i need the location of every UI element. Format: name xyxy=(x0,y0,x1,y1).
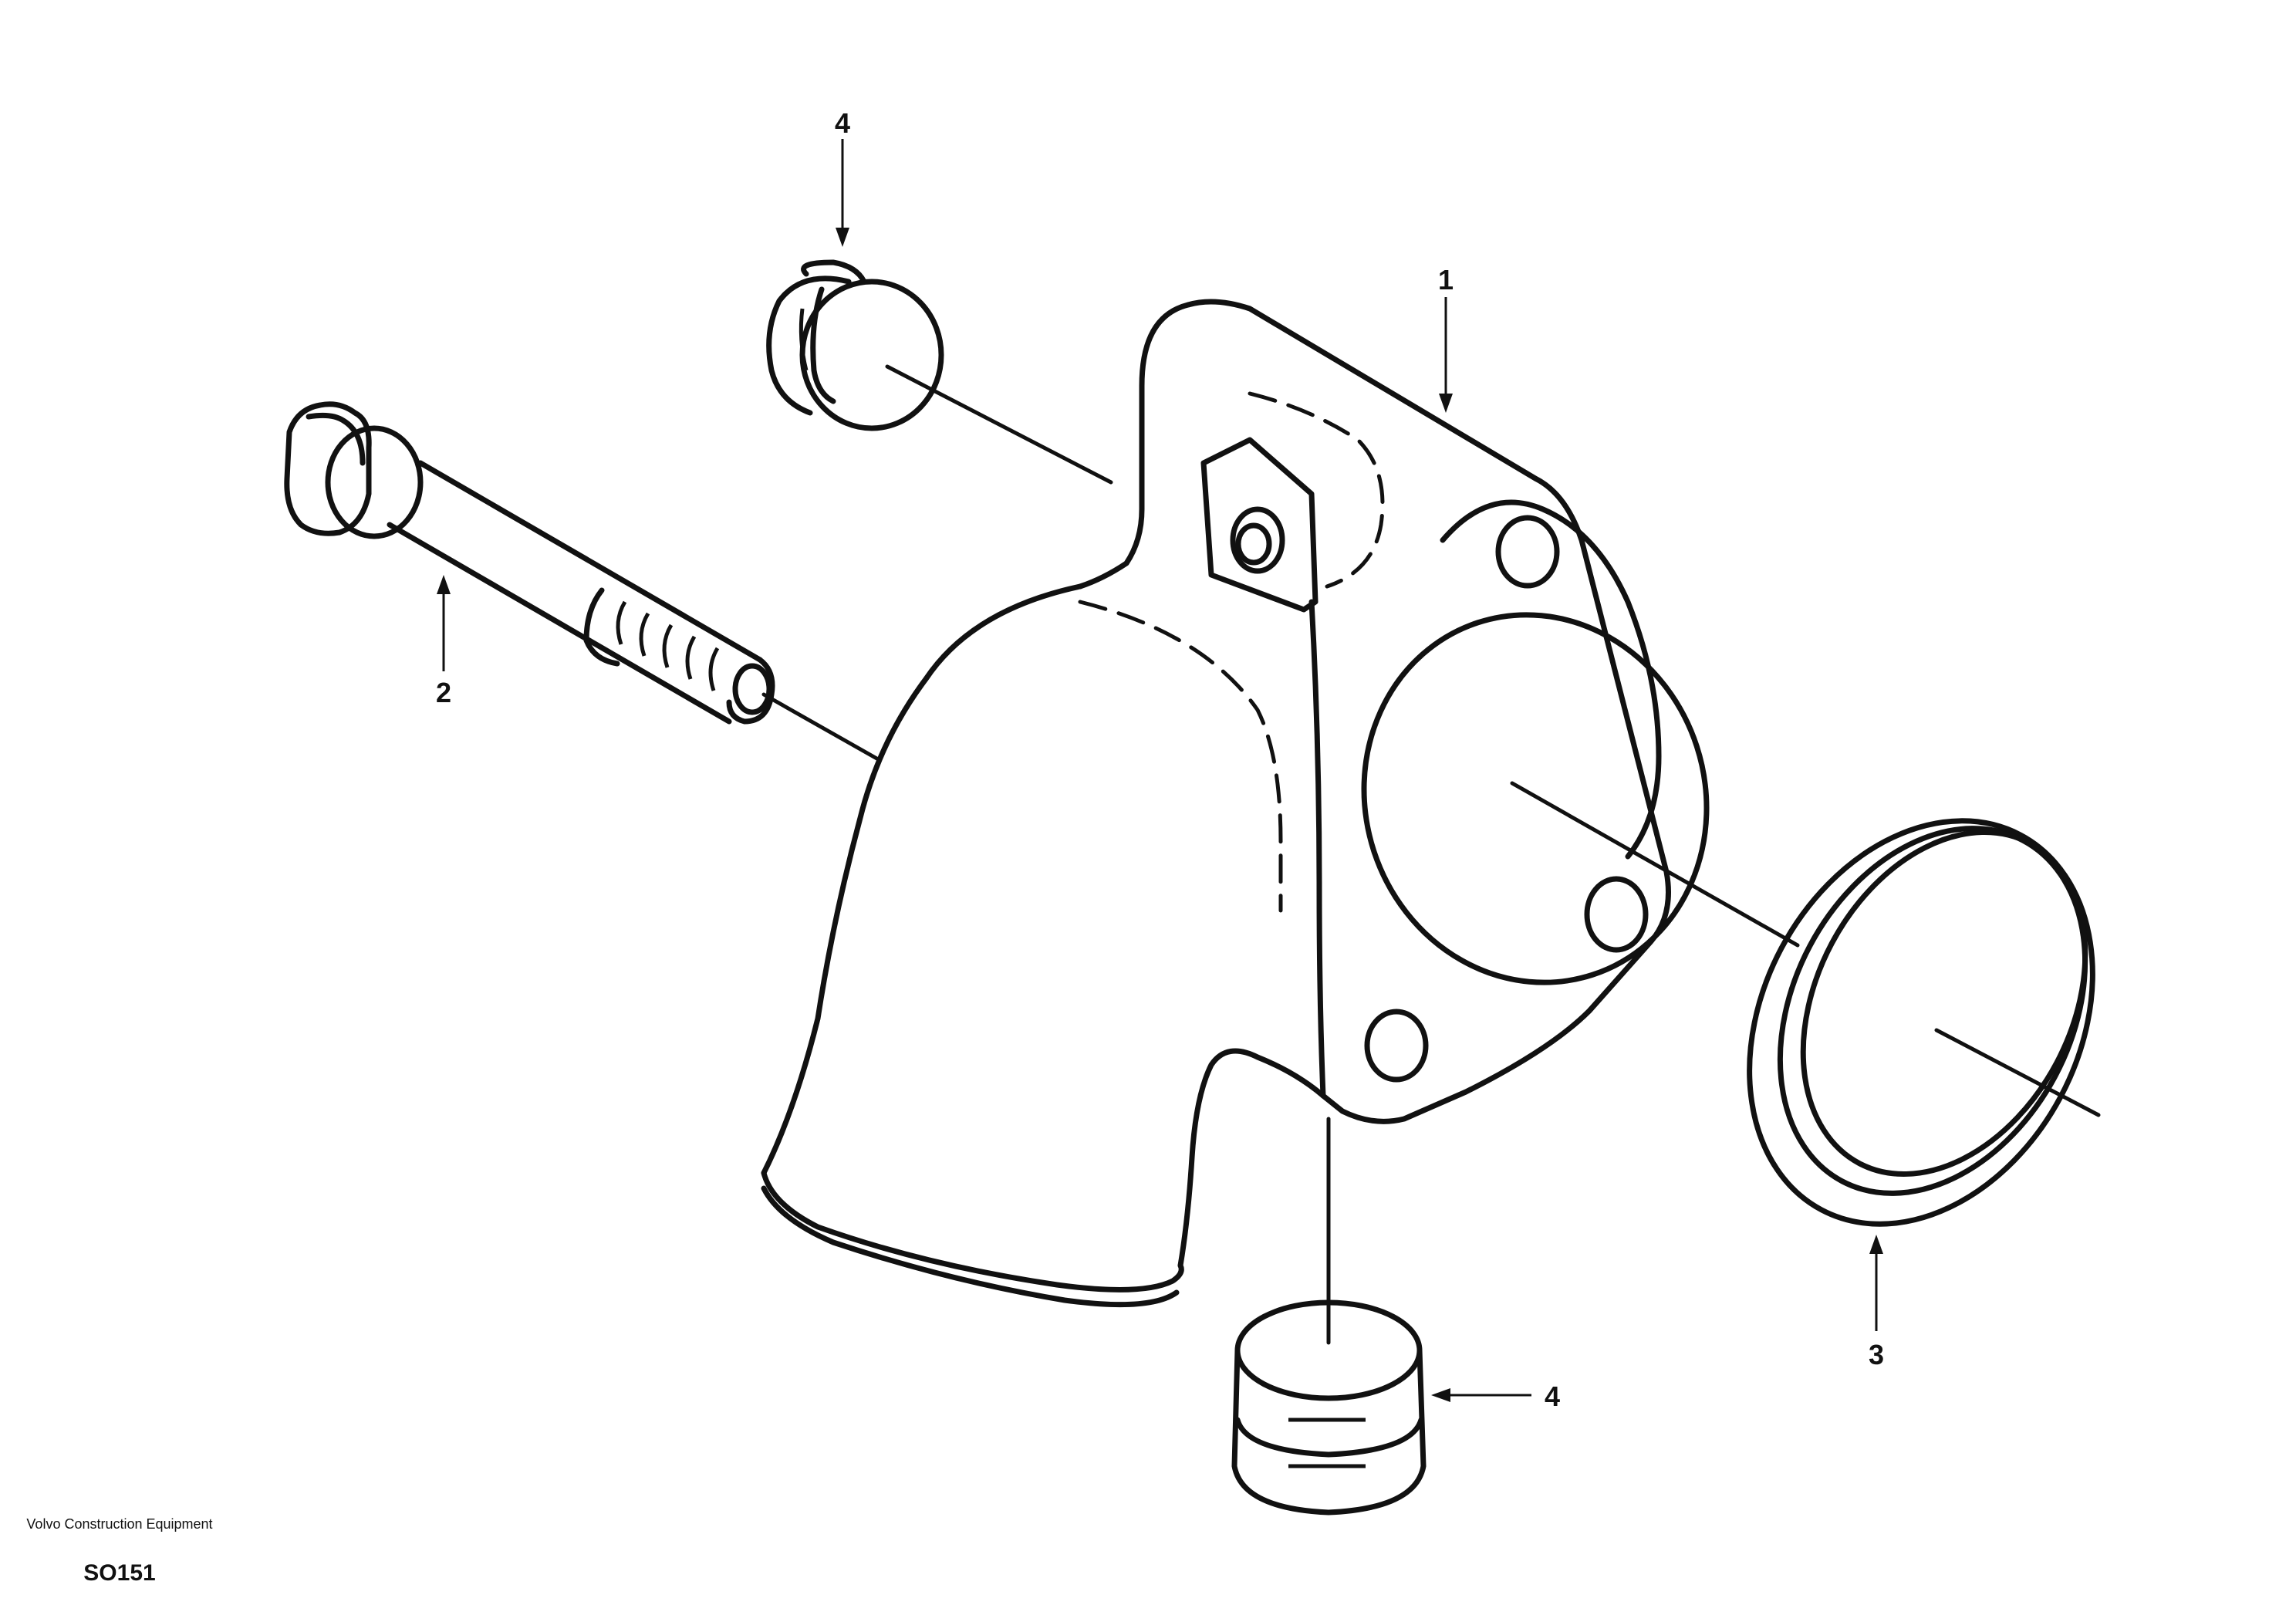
seal-ring-part xyxy=(1747,818,2101,1227)
housing-part xyxy=(761,299,1800,1308)
callout-label-housing: 1 xyxy=(1438,264,1454,296)
bolt-part xyxy=(284,401,882,762)
callout-label-plug-top: 4 xyxy=(835,107,850,139)
callout-bolt: 2 xyxy=(436,575,451,708)
plug-bottom-part xyxy=(1231,1117,1427,1516)
footer-company-name: Volvo Construction Equipment xyxy=(26,1516,213,1532)
callout-label-bolt: 2 xyxy=(436,677,451,708)
callout-seal-ring: 3 xyxy=(1869,1235,1884,1370)
callout-label-seal-ring: 3 xyxy=(1869,1339,1884,1370)
callout-label-plug-bottom: 4 xyxy=(1545,1380,1560,1412)
plug-top-part xyxy=(766,259,1113,485)
footer-drawing-code: SO151 xyxy=(83,1560,156,1586)
callout-housing: 1 xyxy=(1438,264,1454,413)
callout-plug-bottom: 4 xyxy=(1431,1380,1560,1412)
callout-plug-top: 4 xyxy=(835,107,850,247)
